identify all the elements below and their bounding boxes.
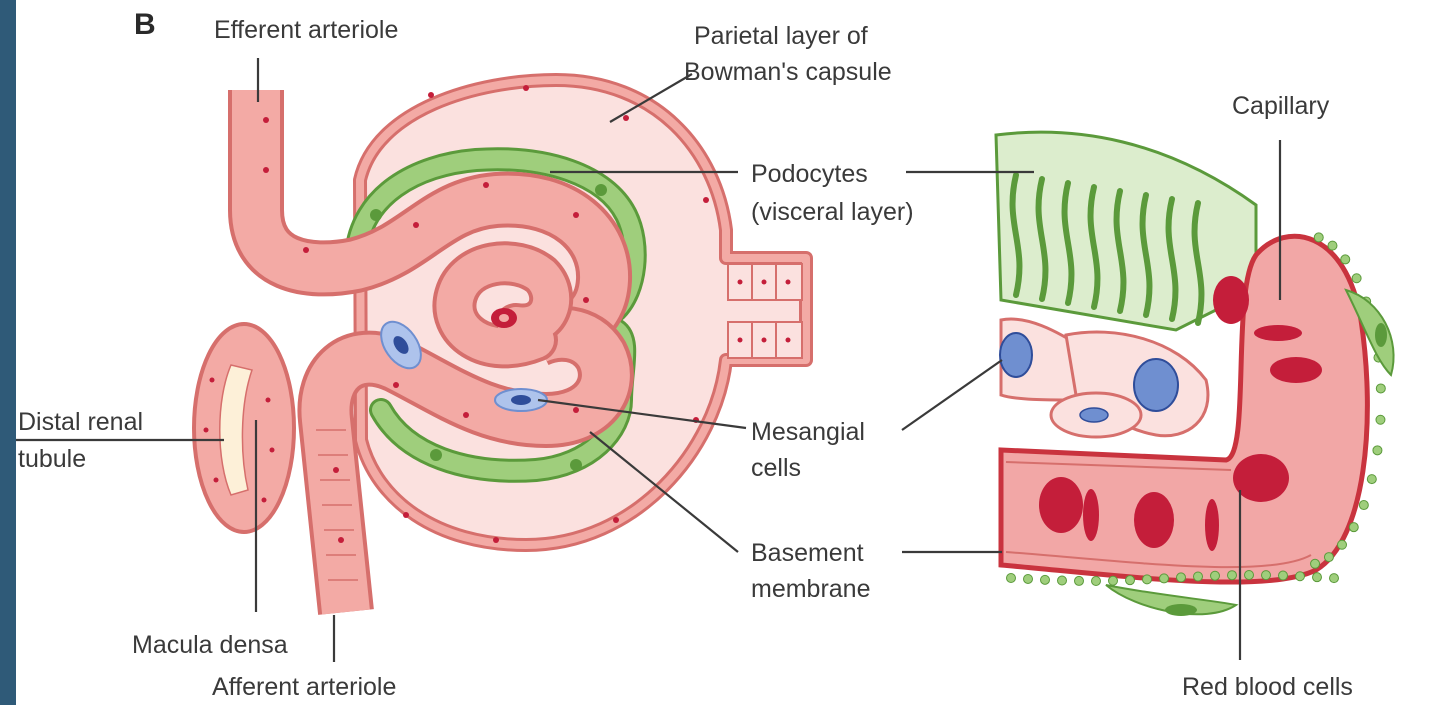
podocyte-right <box>1344 288 1395 377</box>
podocyte-dot <box>1244 570 1254 581</box>
label-parietal-line1: Parietal layer of <box>694 22 868 50</box>
podocyte-dot <box>1323 552 1334 563</box>
label-macula-densa: Macula densa <box>132 631 288 659</box>
podocyte-dot <box>1023 573 1033 584</box>
podocyte-dot <box>1375 383 1386 394</box>
podocyte-dot <box>1040 574 1050 585</box>
label-distal-line1: Distal renal <box>18 408 143 436</box>
glomerulus-diagram: B Efferent arteriole Parietal layer of B… <box>16 8 1395 701</box>
foot-process <box>1165 196 1179 322</box>
podocyte-dot <box>1372 445 1383 456</box>
podocyte-dot <box>1091 575 1101 586</box>
podocyte-dot <box>1108 575 1118 586</box>
podocyte-dot <box>1074 575 1084 586</box>
podocyte-dot <box>1327 240 1338 251</box>
label-distal-line2: tubule <box>18 445 86 473</box>
podocyte-dot <box>1142 574 1152 585</box>
podocyte-dot <box>1295 571 1305 582</box>
label-basement-line2: membrane <box>751 575 871 603</box>
foot-process <box>1139 192 1153 318</box>
panel-letter: B <box>134 8 156 41</box>
basement-membrane-podocyte-dots <box>1006 232 1386 586</box>
podocyte-dot <box>1375 414 1386 425</box>
podocyte-dot <box>1227 570 1237 581</box>
label-afferent-arteriole: Afferent arteriole <box>212 673 396 701</box>
distal-renal-tubule <box>192 322 296 534</box>
label-mesangial-line2: cells <box>751 454 801 482</box>
podocyte-dot <box>1340 254 1351 265</box>
podocyte-dot <box>1329 573 1339 584</box>
label-red-blood-cells: Red blood cells <box>1182 673 1353 701</box>
podocyte-dot <box>1278 570 1288 581</box>
label-podocytes-line2: (visceral layer) <box>751 198 914 226</box>
podocyte-lower <box>1105 584 1239 616</box>
podocyte-dot <box>1337 539 1348 550</box>
label-parietal-line2: Bowman's capsule <box>684 58 892 86</box>
podocyte-dot <box>1125 575 1135 586</box>
mesangial-cells-detail <box>999 317 1210 439</box>
foot-process <box>1061 180 1075 306</box>
foot-process <box>1009 172 1023 298</box>
podocyte-dot <box>1312 572 1322 583</box>
podocyte-dot <box>1210 570 1220 581</box>
foot-process <box>1035 176 1049 302</box>
renal-corpuscle <box>192 73 813 615</box>
podocyte-dot <box>1366 474 1377 485</box>
label-capillary: Capillary <box>1232 92 1330 120</box>
leader-lines <box>16 58 1282 662</box>
foot-process <box>1087 184 1101 310</box>
label-podocytes-line1: Podocytes <box>751 160 868 188</box>
podocyte-dot <box>1159 573 1169 584</box>
podocyte-cell <box>994 130 1258 332</box>
podocyte-dot <box>1176 572 1186 583</box>
podocyte-dot <box>1358 500 1369 511</box>
endothelial-nuclei <box>263 85 709 543</box>
filtration-barrier-detail <box>994 130 1395 616</box>
podocyte-dot <box>1351 273 1362 284</box>
red-blood-cells-group <box>1039 276 1322 551</box>
podocyte-dot <box>1006 573 1016 583</box>
podocyte-foot-processes <box>1009 172 1205 326</box>
podocyte-dot <box>1193 571 1203 582</box>
mesangial-cells <box>380 320 548 412</box>
label-mesangial-line1: Mesangial <box>751 418 865 446</box>
podocyte-dot <box>1057 575 1067 586</box>
podocyte-dot <box>1261 570 1271 581</box>
label-efferent-arteriole: Efferent arteriole <box>214 16 398 44</box>
podocyte-dot <box>1348 522 1359 533</box>
foot-process <box>1191 200 1205 326</box>
podocyte-dot <box>1310 558 1321 569</box>
tubule-outlet <box>727 263 803 359</box>
foot-process <box>1113 188 1127 314</box>
podocyte-dot <box>1313 232 1324 243</box>
slide-side-bar <box>0 0 16 705</box>
afferent-wall-cells <box>316 429 358 581</box>
label-basement-line1: Basement <box>751 539 864 567</box>
